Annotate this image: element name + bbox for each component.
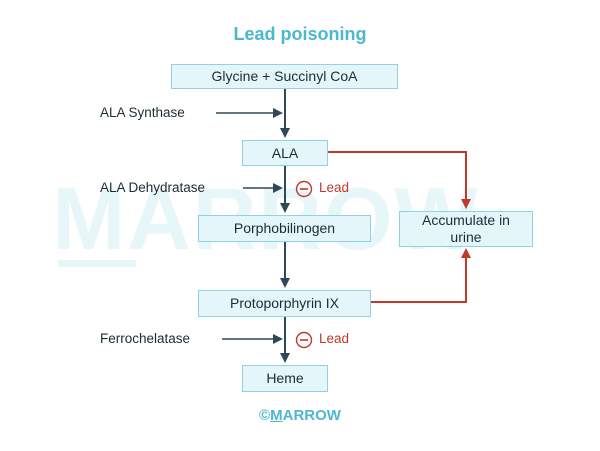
node-protoporphyrin-ix: Protoporphyrin IX [198, 290, 371, 317]
enzyme-ala-synthase: ALA Synthase [100, 105, 185, 120]
watermark-underline [58, 260, 136, 267]
brand-first-letter: M [270, 407, 283, 424]
inhibit-icon-dehydratase [295, 180, 313, 198]
brand-rest: ARROW [282, 407, 341, 424]
inhibit-icon-ferrochelatase [295, 331, 313, 349]
lead-label-dehydratase: Lead [319, 180, 350, 195]
node-porphobilinogen: Porphobilinogen [198, 215, 371, 242]
node-ala: ALA [242, 140, 328, 166]
arrow-ala-to-accumulate [328, 151, 471, 209]
arrow-protoporphyrin-to-accumulate [371, 248, 471, 303]
diagram-title: Lead poisoning [233, 24, 367, 44]
copyright-footer: ©MARROW [0, 407, 600, 424]
node-glycine-succinyl-coa: Glycine + Succinyl CoA [171, 64, 398, 89]
lead-label-ferrochelatase: Lead [319, 331, 350, 346]
node-heme: Heme [242, 365, 328, 392]
enzyme-ala-dehydratase: ALA Dehydratase [100, 180, 206, 195]
node-accumulate-in-urine: Accumulate in urine [399, 211, 533, 247]
enzyme-ferrochelatase: Ferrochelatase [100, 331, 191, 346]
copyright-symbol: © [259, 407, 271, 424]
